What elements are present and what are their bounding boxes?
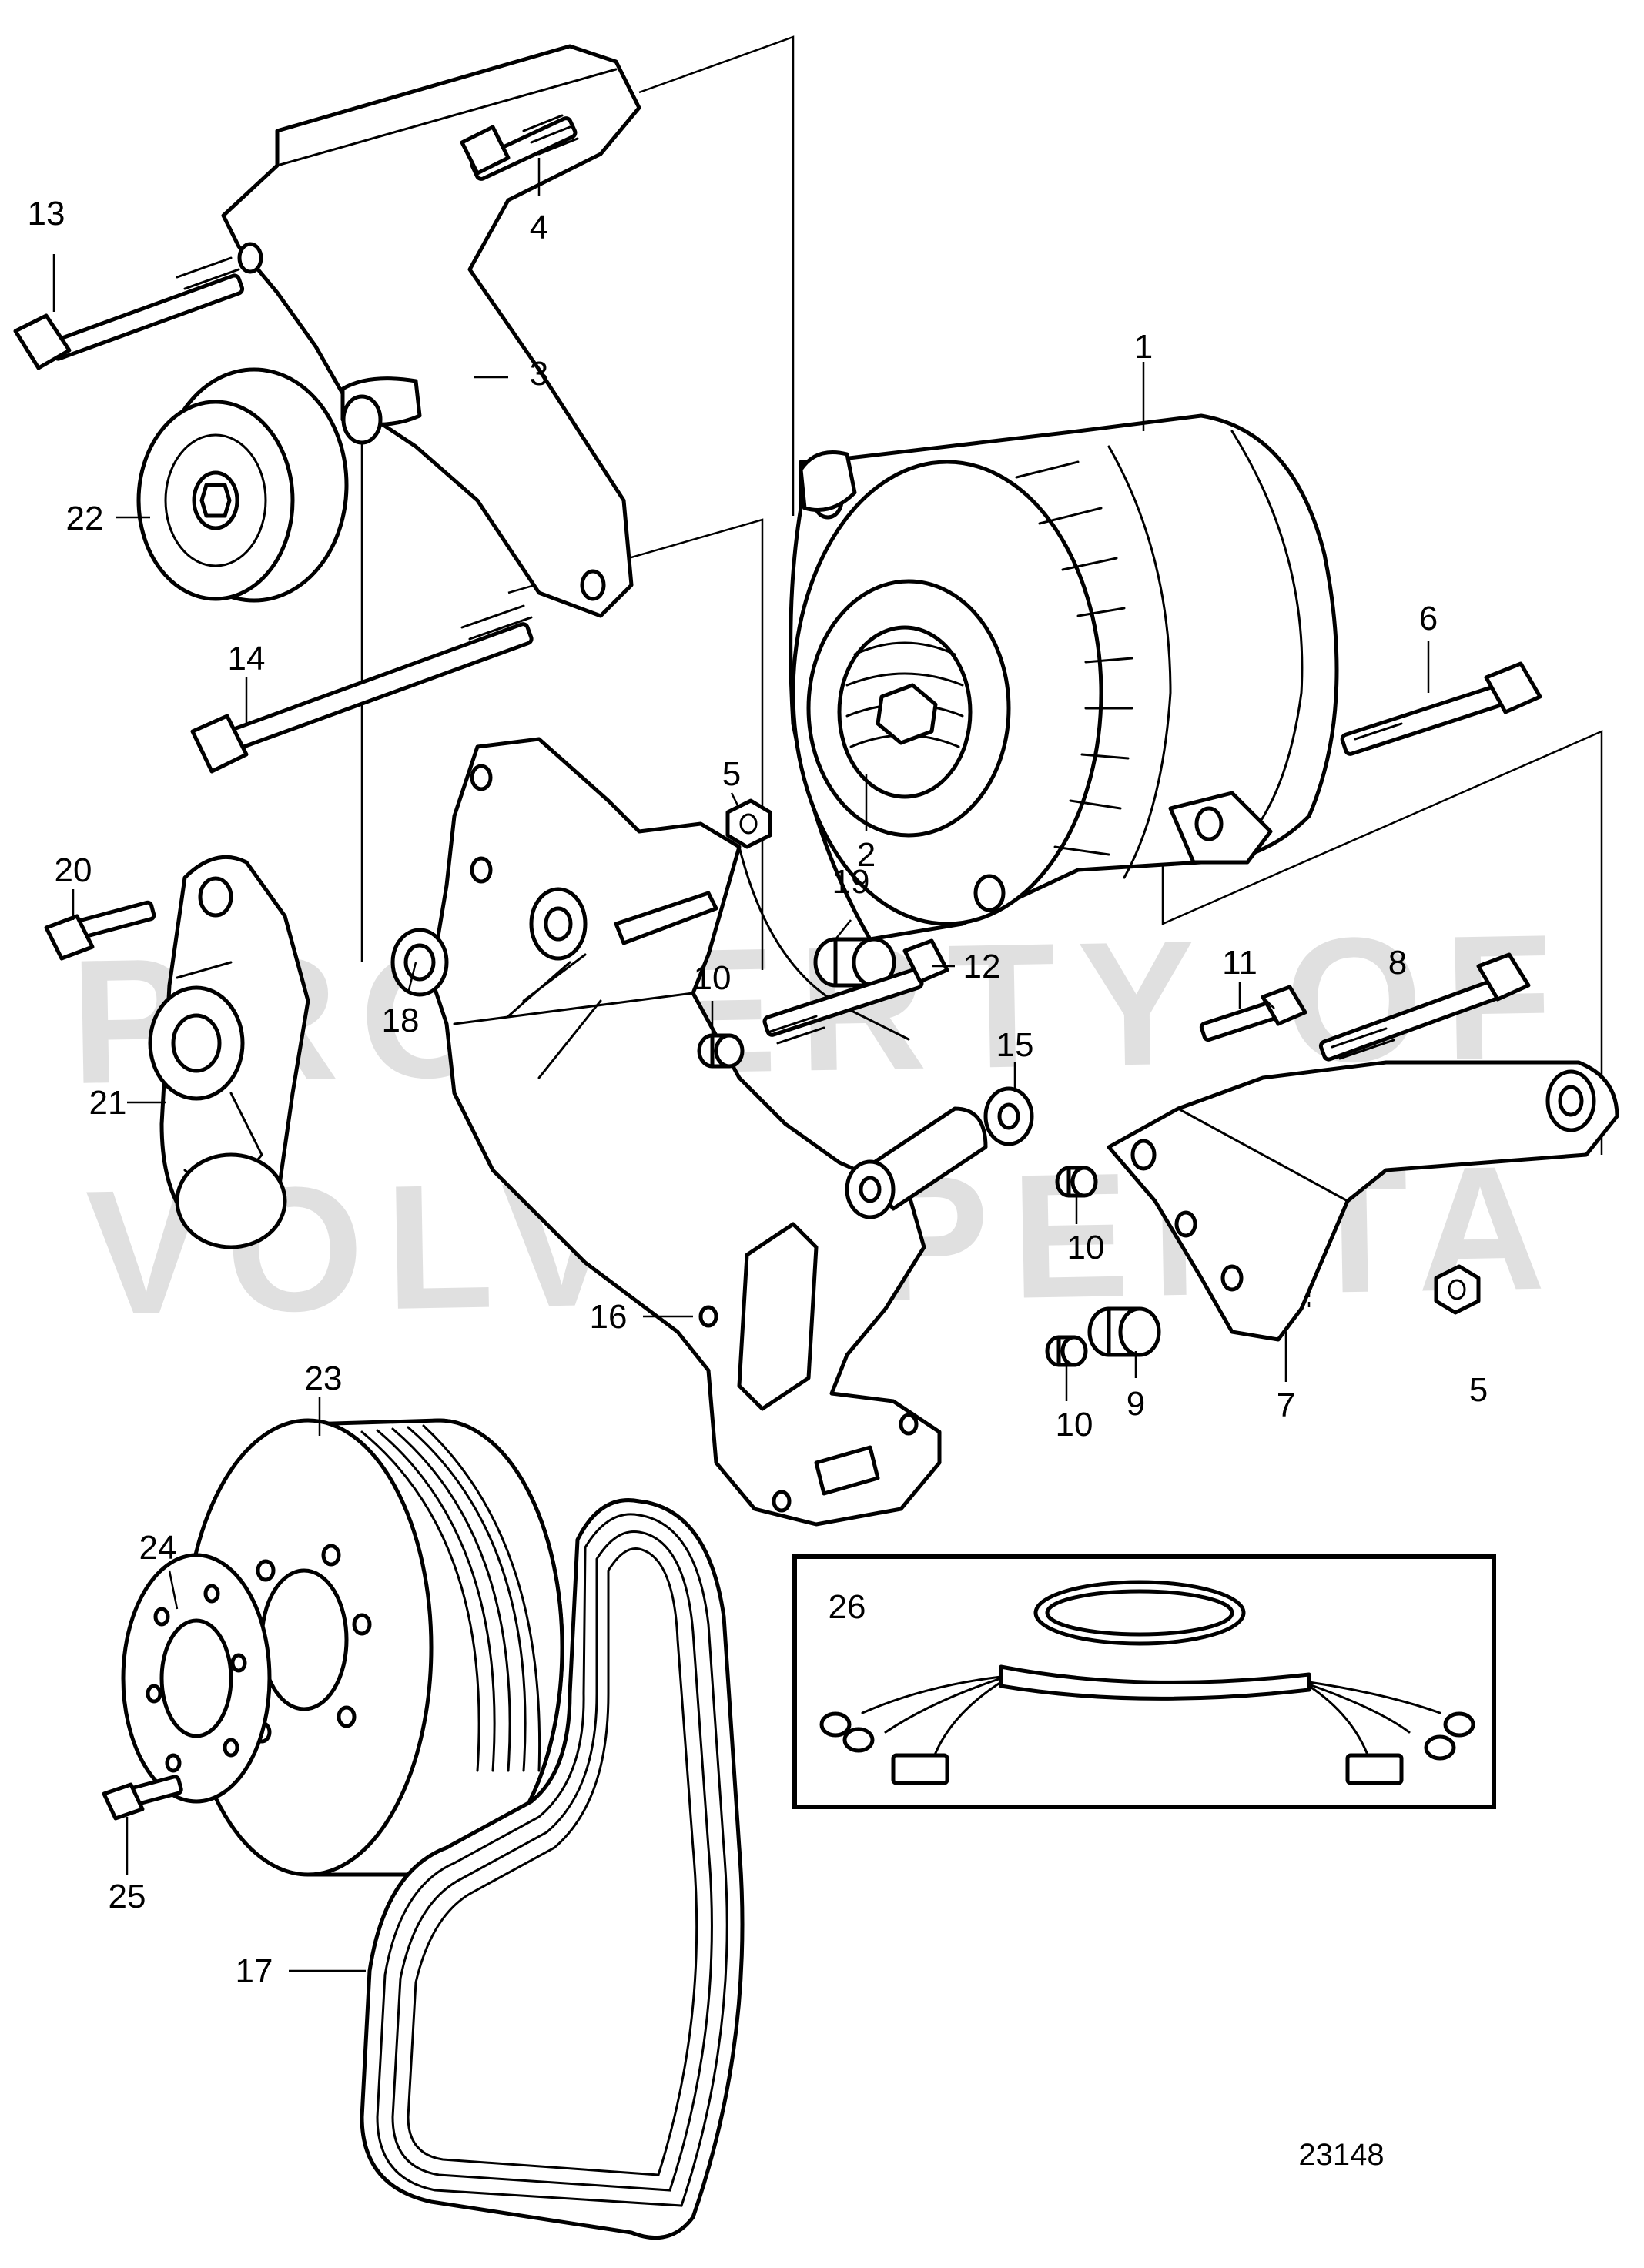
part-8-bolt — [1318, 952, 1531, 1062]
callout-labels: 1 2 3 4 5 5 6 7 8 9 10 10 10 11 12 13 14… — [28, 195, 1488, 1990]
callout-11: 11 — [1222, 944, 1257, 982]
callout-4: 4 — [530, 209, 548, 246]
part-16-main-bracket — [429, 737, 942, 1527]
part-26-wiring-harness — [819, 1580, 1475, 1785]
part-1-alternator — [789, 413, 1339, 942]
callout-21: 21 — [89, 1084, 127, 1122]
part-5-nut-upper — [725, 798, 772, 849]
callout-23: 23 — [305, 1360, 343, 1397]
callout-5-lower: 5 — [1469, 1371, 1488, 1409]
callout-13: 13 — [28, 195, 65, 232]
part-12-bolt — [762, 938, 949, 1045]
callout-17: 17 — [236, 1952, 273, 1990]
callout-3: 3 — [530, 355, 548, 393]
part-25-bolt — [102, 1775, 183, 1821]
part-13-bolt — [13, 256, 245, 370]
part-5-nut-lower — [1434, 1264, 1481, 1315]
part-15-washer — [983, 1086, 1034, 1146]
callout-5-upper: 5 — [722, 755, 741, 793]
callout-2: 2 — [857, 836, 876, 874]
callout-20: 20 — [55, 851, 92, 889]
part-7-lower-bracket — [1107, 1060, 1619, 1342]
part-sleeve-spacer — [845, 1106, 988, 1219]
part-26-inset — [792, 1554, 1496, 1809]
callout-15: 15 — [996, 1026, 1034, 1064]
callout-8: 8 — [1388, 944, 1407, 982]
part-21-tensioner — [148, 855, 310, 1249]
part-4-bolt — [460, 114, 579, 181]
part-14-bolt — [190, 604, 534, 774]
part-10-sleeve-lower — [1045, 1335, 1088, 1367]
part-6-bolt — [1340, 661, 1542, 756]
callout-22: 22 — [66, 500, 104, 537]
callout-7: 7 — [1277, 1387, 1295, 1424]
callout-leader-lines — [52, 158, 1430, 1972]
part-20-bolt — [44, 900, 156, 961]
callout-19: 19 — [832, 863, 870, 901]
part-10-sleeve-left — [697, 1033, 745, 1069]
callout-12: 12 — [963, 948, 1001, 985]
callout-10-lower: 10 — [1056, 1406, 1093, 1443]
part-11-bolt — [1199, 985, 1307, 1042]
part-3-upper-bracket — [221, 44, 641, 618]
callout-6: 6 — [1419, 600, 1438, 637]
part-10-sleeve-middle — [1055, 1166, 1098, 1198]
callout-26: 26 — [829, 1588, 866, 1626]
callout-18: 18 — [382, 1002, 420, 1039]
callout-1: 1 — [1134, 328, 1153, 366]
callout-25: 25 — [109, 1878, 146, 1915]
callout-14: 14 — [228, 640, 266, 677]
callout-24: 24 — [139, 1529, 177, 1567]
callout-9: 9 — [1127, 1385, 1145, 1423]
part-22-idler-pulley — [136, 367, 349, 603]
part-24-hub-plate — [121, 1553, 272, 1804]
callout-10-middle: 10 — [1067, 1229, 1105, 1266]
callout-10-left: 10 — [694, 959, 732, 997]
part-18-spacer — [390, 928, 449, 997]
reference-number: 23148 — [1298, 2138, 1384, 2172]
callout-16: 16 — [590, 1298, 628, 1336]
part-17-belt — [360, 1498, 745, 2240]
part-9-spacer — [1087, 1306, 1161, 1357]
